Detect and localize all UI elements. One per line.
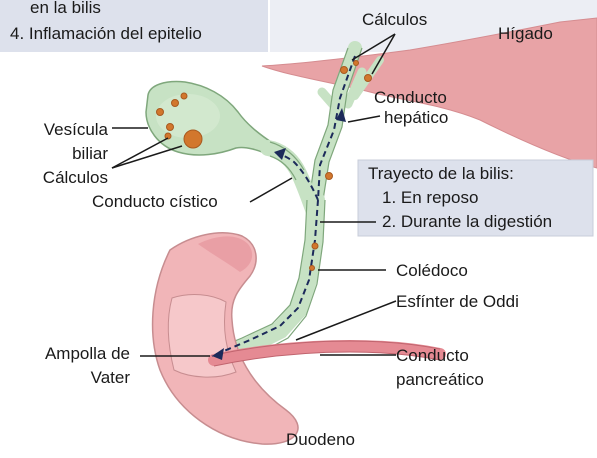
label-coledoco: Colédoco xyxy=(396,261,468,281)
label-pancreatico-2: pancreático xyxy=(396,370,484,390)
label-conducto-hepatico-2: hepático xyxy=(384,108,448,128)
label-pancreatico-1: Conducto xyxy=(396,346,469,366)
label-ampolla-2: Vater xyxy=(10,368,130,388)
label-duodeno: Duodeno xyxy=(286,430,355,450)
label-higado: Hígado xyxy=(498,24,553,44)
label-calculos-left: Cálculos xyxy=(12,168,108,188)
title-line-1: en la bilis xyxy=(30,0,101,18)
label-esfinter: Esfínter de Oddi xyxy=(396,292,519,312)
label-conducto-cistico: Conducto cístico xyxy=(92,192,218,212)
label-calculos-top: Cálculos xyxy=(362,10,427,30)
trayecto-item-2: 2. Durante la digestión xyxy=(382,212,552,232)
title-line-2: 4. Inflamación del epitelio xyxy=(10,24,202,44)
trayecto-item-1: 1. En reposo xyxy=(382,188,478,208)
label-vesicula-2: biliar xyxy=(12,144,108,164)
label-ampolla-1: Ampolla de xyxy=(10,344,130,364)
label-vesicula-1: Vesícula xyxy=(12,120,108,140)
label-conducto-hepatico-1: Conducto xyxy=(374,88,447,108)
trayecto-title: Trayecto de la bilis: xyxy=(368,164,514,184)
